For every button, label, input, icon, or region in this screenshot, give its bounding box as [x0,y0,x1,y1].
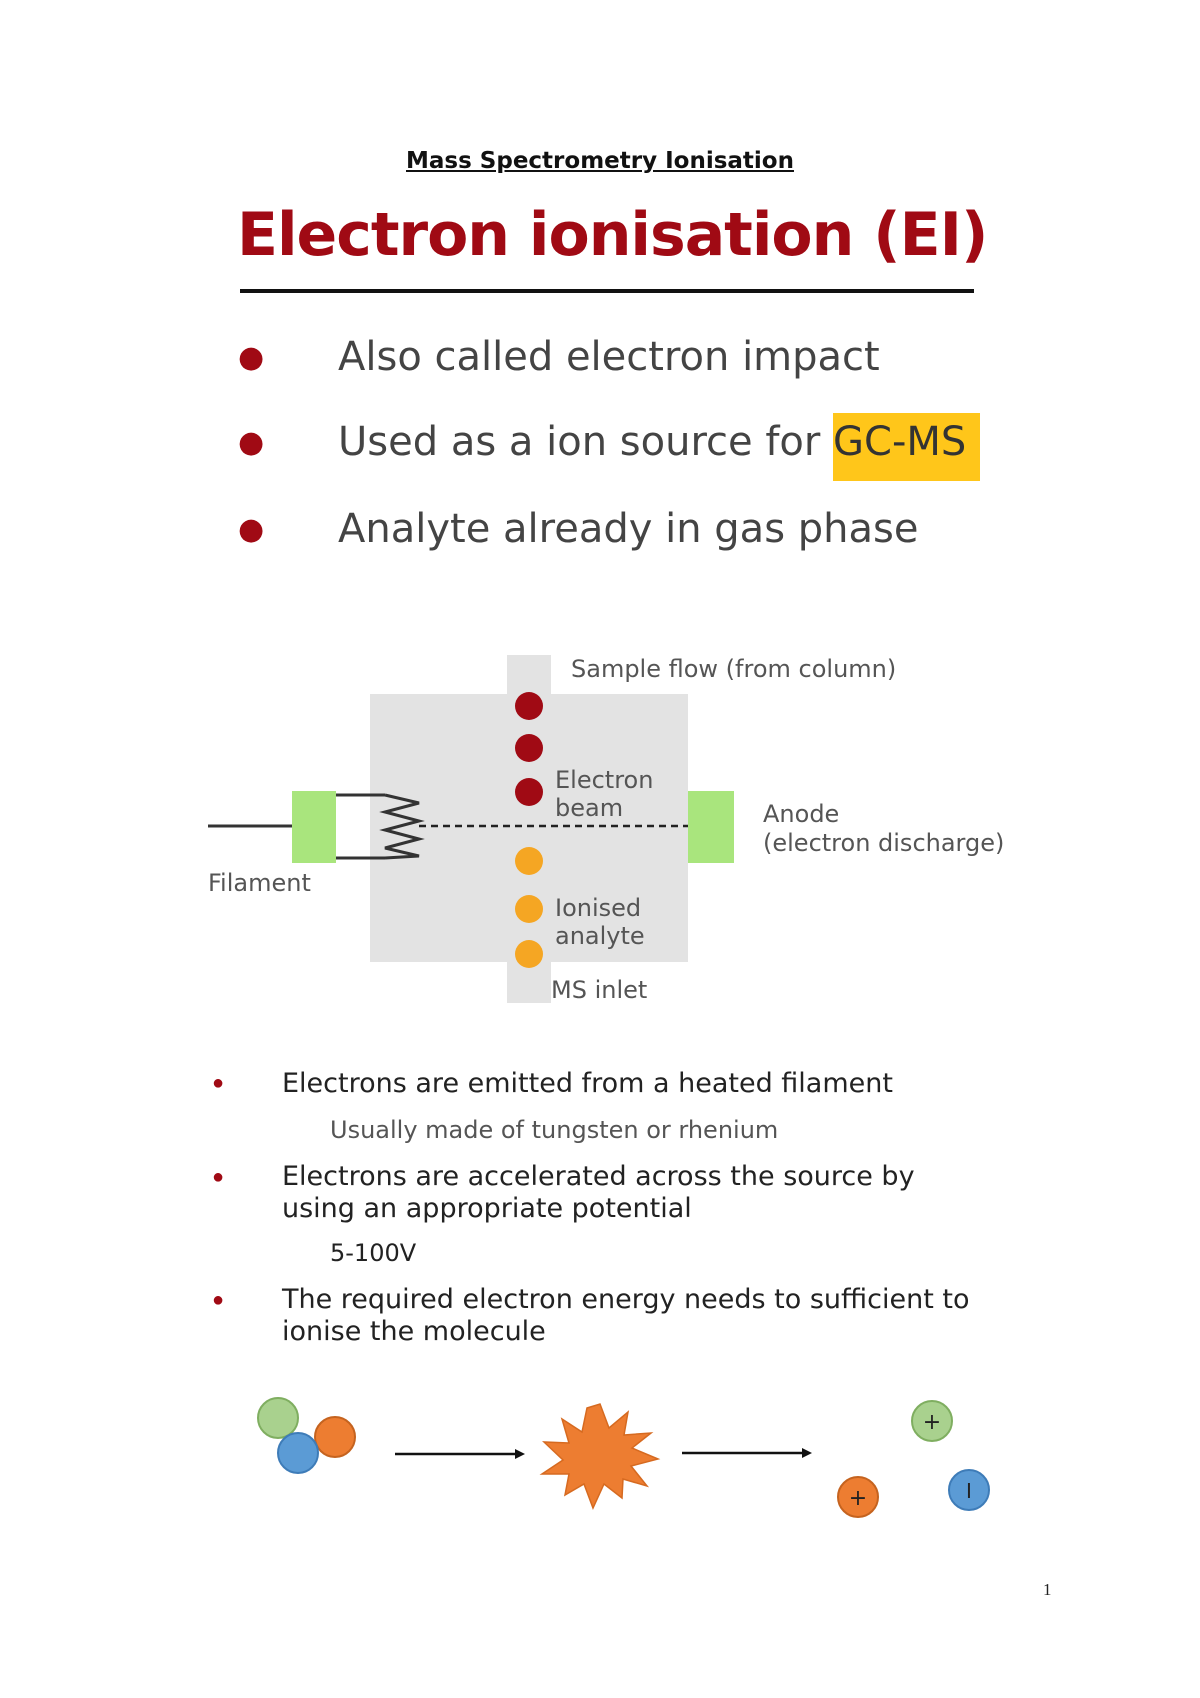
sample-molecule [515,778,543,806]
bullet-dot-icon: ● [212,1289,225,1311]
anode-electrode [688,791,734,863]
green-ion [911,1400,953,1442]
ei-source-diagram [208,655,734,1003]
ion-charge-bar: I [966,1479,972,1503]
explosion-burst-icon [539,1403,661,1510]
document-heading: Mass Spectrometry Ionisation [406,148,794,174]
sample-molecule [515,734,543,762]
electron-beam-label-line1: Electron [555,766,654,794]
ionised-molecule [515,940,543,968]
neutral-atom-blue [277,1432,319,1474]
blue-ion [948,1469,990,1511]
arrow-right-icon [515,1449,525,1459]
bullet-dot-icon: ● [238,425,265,460]
ionised-label-line1: Ionised [555,894,642,922]
note-subtext: Usually made of tungsten or rhenium [330,1116,779,1144]
sample-flow-label: Sample flow (from column) [571,655,897,683]
neutral-atom-green [257,1397,299,1439]
anode-label-line2: (electron discharge) [763,829,1005,857]
note-text-line2: ionise the molecule [282,1316,546,1347]
note-text-line2: using an appropriate potential [282,1193,692,1224]
note-text: Electrons are emitted from a heated fila… [282,1068,893,1099]
ionised-label-line2: analyte [555,922,645,950]
bullet-dot-icon: ● [238,340,265,375]
gc-ms-highlight: GC-MS [833,413,981,481]
electron-beam-label-line2: beam [555,794,624,822]
filament-coil-icon [379,793,425,860]
slide-title: Electron ionisation (EI) [237,200,988,270]
filament-label: Filament [208,869,311,897]
orange-ion [837,1476,879,1518]
ms-inlet-label: MS inlet [551,976,648,1004]
slide-bullet-text: Analyte already in gas phase [338,506,919,552]
ionised-molecule [515,895,543,923]
note-text-line1: Electrons are accelerated across the sou… [282,1161,915,1192]
anode-label-line1: Anode [763,800,840,828]
filament-electrode [292,791,336,863]
ion-charge-plus: + [923,1410,941,1435]
page-number: 1 [1043,1580,1052,1599]
note-subtext: 5-100V [330,1239,417,1267]
ion-charge-plus: + [849,1486,867,1511]
title-divider [240,289,974,293]
bullet-dot-icon: ● [238,512,265,547]
ionised-molecule [515,847,543,875]
slide-bullet-text: Used as a ion source for [338,419,834,465]
neutral-atom-orange [314,1416,356,1458]
bullet-dot-icon: ● [212,1072,225,1094]
slide-bullet-text: Also called electron impact [338,334,880,380]
arrow-right-icon [802,1448,812,1458]
ionisation-process-illustration: + + I [257,1397,990,1518]
sample-molecule [515,692,543,720]
bullet-dot-icon: ● [212,1166,225,1188]
note-text-line1: The required electron energy needs to su… [282,1284,970,1315]
